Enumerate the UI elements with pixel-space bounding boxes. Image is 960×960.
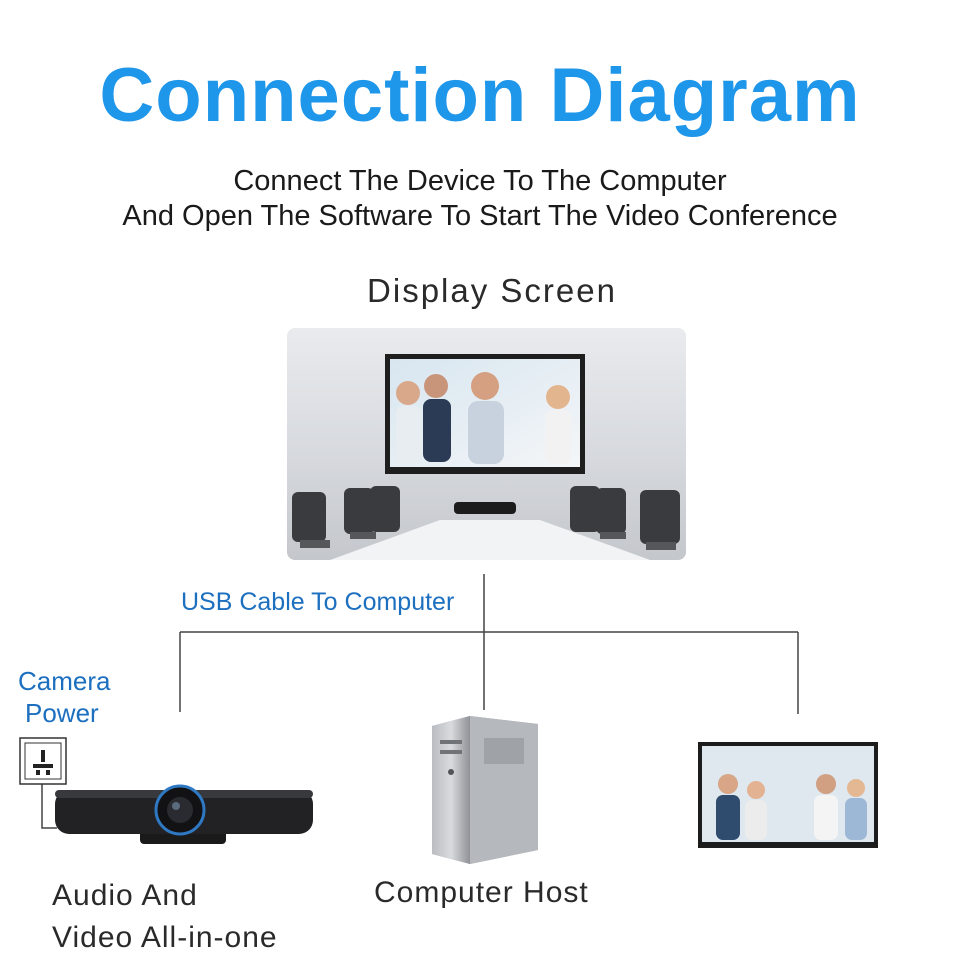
usb-cable-label: USB Cable To Computer	[181, 588, 455, 616]
display-monitor	[698, 742, 878, 848]
subtitle-line-1: Connect The Device To The Computer	[233, 165, 727, 197]
conference-participants	[396, 372, 571, 464]
camera-power-line-2: Power	[25, 698, 99, 728]
power-outlet-icon	[19, 737, 67, 785]
subtitle-line-2: And Open The Software To Start The Video…	[122, 200, 838, 232]
display-screen-image	[287, 328, 686, 560]
display-screen-label: Display Screen	[367, 272, 617, 309]
computer-host-label: Computer Host	[374, 876, 589, 909]
camera-power-line-1: Camera	[18, 666, 111, 696]
diagram-title: Connection Diagram	[99, 53, 861, 138]
computer-host-tower	[432, 716, 538, 864]
audio-video-all-in-one-device	[55, 784, 313, 844]
audio-video-label: Audio And Video All-in-one	[52, 875, 278, 959]
chairs-left	[292, 486, 400, 548]
audio-video-line-2: Video All-in-one	[52, 921, 278, 954]
audio-video-line-1: Audio And	[52, 879, 198, 912]
camera-power-label: Camera Power	[18, 665, 110, 729]
chairs-right	[570, 486, 680, 550]
usb-cable-lines	[41, 574, 799, 829]
